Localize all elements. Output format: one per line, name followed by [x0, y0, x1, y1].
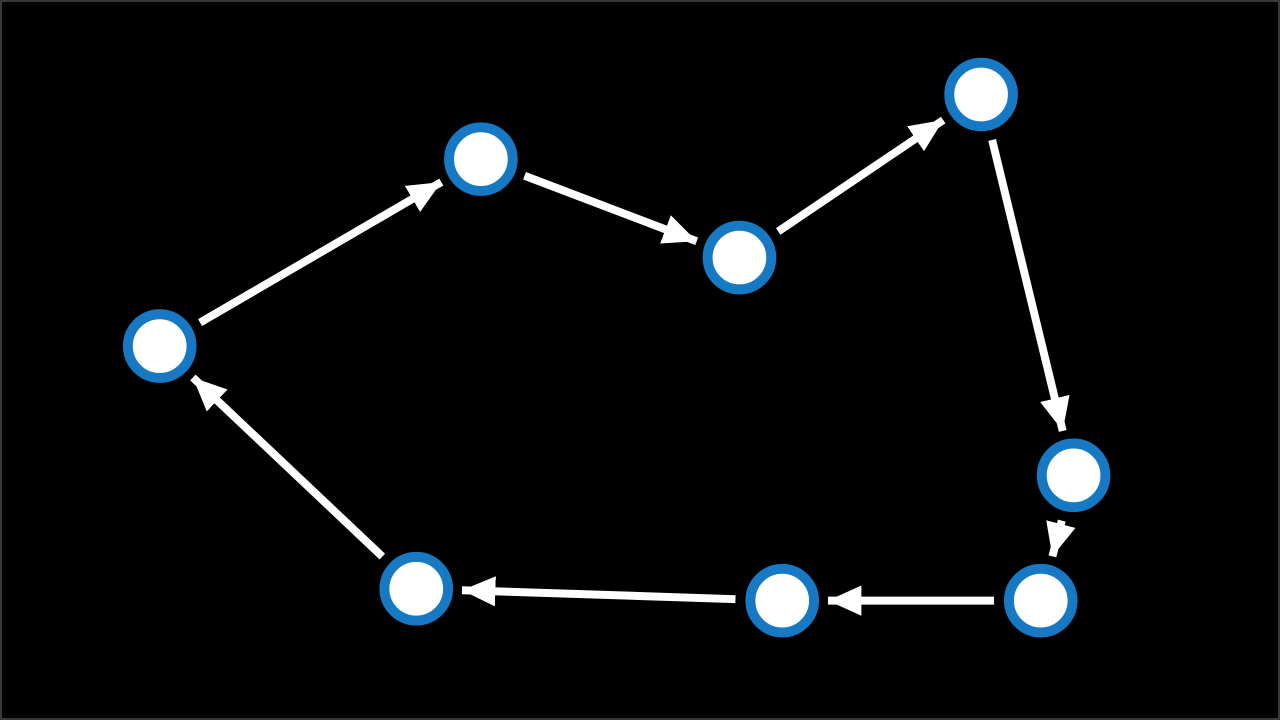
graph-edge-n7-n8: [461, 576, 736, 607]
graph-edge-n1-n5: [988, 138, 1070, 432]
graph-edge-n8-n4: [190, 374, 386, 560]
graph-node-n5: [1036, 438, 1111, 513]
graph-edge-n3-n1: [776, 116, 946, 235]
graph-edge-n5-n6: [1046, 519, 1076, 558]
graph-node-n7: [745, 563, 820, 638]
graph-node-n3: [702, 220, 777, 295]
graph-node-n1: [944, 57, 1018, 132]
graph-edge-n2-n3: [523, 172, 699, 245]
graph-node-n8: [379, 551, 454, 626]
graph-edge-n4-n2: [198, 178, 444, 327]
graph-node-n6: [1003, 563, 1078, 638]
graph-node-n4: [122, 309, 197, 383]
graph-node-n2: [444, 122, 518, 196]
